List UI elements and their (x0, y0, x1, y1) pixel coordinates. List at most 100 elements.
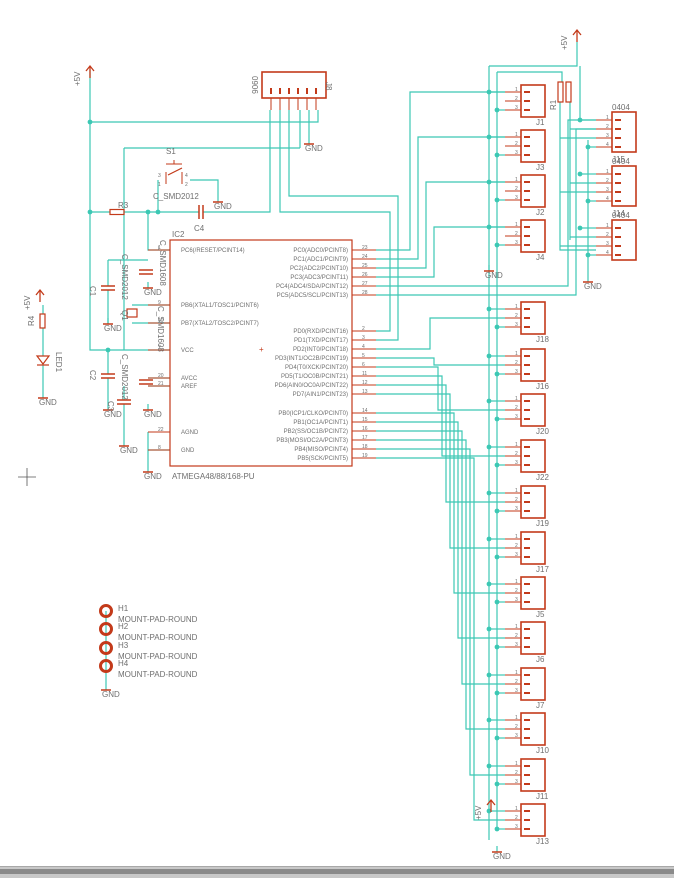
gnd-i2c: GND (584, 282, 602, 291)
junction-dot (486, 672, 492, 678)
mcu-right-pin-num: 2 (362, 326, 365, 332)
connector-pin-body (524, 109, 530, 111)
pin-number: 3 (515, 414, 518, 420)
wire (497, 71, 563, 82)
junction-dot (494, 554, 500, 560)
wire (376, 384, 505, 503)
connector-pin-body (615, 182, 621, 184)
connector-pin-body (524, 181, 530, 183)
connector-bottom-3-ref: J22 (536, 473, 549, 482)
pin-number: 1 (515, 132, 518, 138)
pin-number: 3 (515, 369, 518, 375)
mount-pad (99, 641, 113, 655)
pin-number: 2 (515, 815, 518, 821)
junction-dot (486, 717, 492, 723)
connector-pin-body (524, 774, 530, 776)
wire (376, 357, 505, 366)
junction-dot (486, 626, 492, 632)
wire (376, 439, 505, 730)
mcu-right-pin-num: 3 (362, 335, 365, 341)
connector-pin-body (615, 236, 621, 238)
header-pin-body (306, 88, 308, 94)
mcu-right-pin-name: PD1(TXD/PCINT17) (294, 338, 348, 344)
connector-pin-body (524, 637, 530, 639)
connector-pin-body (524, 628, 530, 630)
connector-pin-body (524, 765, 530, 767)
mcu-right-pin-name: PC3(ADC3/PCINT11) (290, 275, 348, 281)
switch-blade (167, 167, 183, 176)
pin-number: 1 (515, 715, 518, 721)
connector-pin-body (524, 409, 530, 411)
connector-bottom-5-ref: J17 (536, 565, 549, 574)
pin-number: 2 (515, 543, 518, 549)
connector-pin-body (615, 146, 621, 148)
connector-pin-body (615, 200, 621, 202)
wire (376, 317, 505, 350)
part-layer (18, 28, 637, 853)
mcu-right-pin-num: 11 (362, 371, 367, 377)
junction-dot (155, 209, 161, 215)
mcu-right-pin-num: 15 (362, 417, 368, 423)
mount-ref: H1 (118, 604, 129, 613)
i2c-header-0-value: 0404 (612, 103, 630, 112)
connector-pin-body (615, 227, 621, 229)
connector-pin-body (615, 137, 621, 139)
gnd-smd1608: GND (144, 288, 162, 297)
gnd-mcu: GND (144, 472, 162, 481)
pin-number: 1 (606, 223, 609, 229)
resonator-q1 (126, 308, 138, 318)
mcu-right-pin-num: 24 (362, 254, 368, 260)
mcu-right-pin-num: 6 (362, 362, 365, 368)
switch-pin: 2 (185, 182, 188, 188)
connector-bottom-8-ref: J7 (536, 701, 545, 710)
c-smd1608-label-a: C_SMD1608 (158, 240, 167, 286)
junction-dot (486, 536, 492, 542)
junction-dot (486, 490, 492, 496)
junction-dot (486, 808, 492, 814)
connector-pin-body (524, 364, 530, 366)
mcu-right-pin-num: 19 (362, 453, 368, 459)
mcu-left-pin-num: 10 (158, 318, 164, 324)
junction-dot (494, 152, 500, 158)
junction-dot (486, 89, 492, 95)
mcu-left-pin-num: 7 (158, 345, 161, 351)
wire (376, 412, 505, 594)
gnd-switch: GND (214, 202, 232, 211)
pin-number: 1 (515, 670, 518, 676)
pin-number: 2 (515, 360, 518, 366)
connector-pin-body (524, 601, 530, 603)
pin-number: 1 (515, 177, 518, 183)
connector-pin-body (524, 719, 530, 721)
wire (203, 110, 271, 213)
junction-dot (577, 225, 583, 231)
i2c-header-0 (611, 111, 637, 153)
connector-top-0-ref: J1 (536, 118, 545, 127)
junction-dot (105, 347, 111, 353)
c-smd2012-label-a: C_SMD2012 (120, 254, 129, 300)
mcu-right-pin-name: PB3(MOSI/OC2A/PCINT3) (276, 438, 348, 444)
gnd-led: GND (39, 398, 57, 407)
vcc-label-bottom: +5V (474, 805, 483, 820)
junction-dot (494, 735, 500, 741)
connector-pin-body (524, 728, 530, 730)
scrollbar-thumb[interactable] (0, 869, 674, 874)
connector-pin-body (524, 373, 530, 375)
pin-number: 1 (515, 304, 518, 310)
header-pin-body (297, 88, 299, 94)
junction-dot (494, 371, 500, 377)
mcu-right-pin-name: PB4(MISO/PCINT4) (294, 447, 348, 453)
mcu-right-pin-name: PD2(INT0/PCINT18) (293, 347, 348, 353)
junction-dot (494, 416, 500, 422)
junction-dot (486, 179, 492, 185)
vcc-label-right: +5V (560, 35, 569, 50)
wire (190, 179, 219, 196)
pin-number: 2 (515, 451, 518, 457)
switch-ref-label: S1 (166, 147, 176, 156)
pin-number: 4 (606, 196, 609, 202)
mcu-left-pin-name: VCC (181, 348, 194, 354)
mcu-right-pin-name: PD7(AIN1/PCINT23) (293, 392, 348, 398)
connector-pin-body (524, 828, 530, 830)
junction-dot (486, 763, 492, 769)
r3-label: R3 (118, 201, 129, 210)
